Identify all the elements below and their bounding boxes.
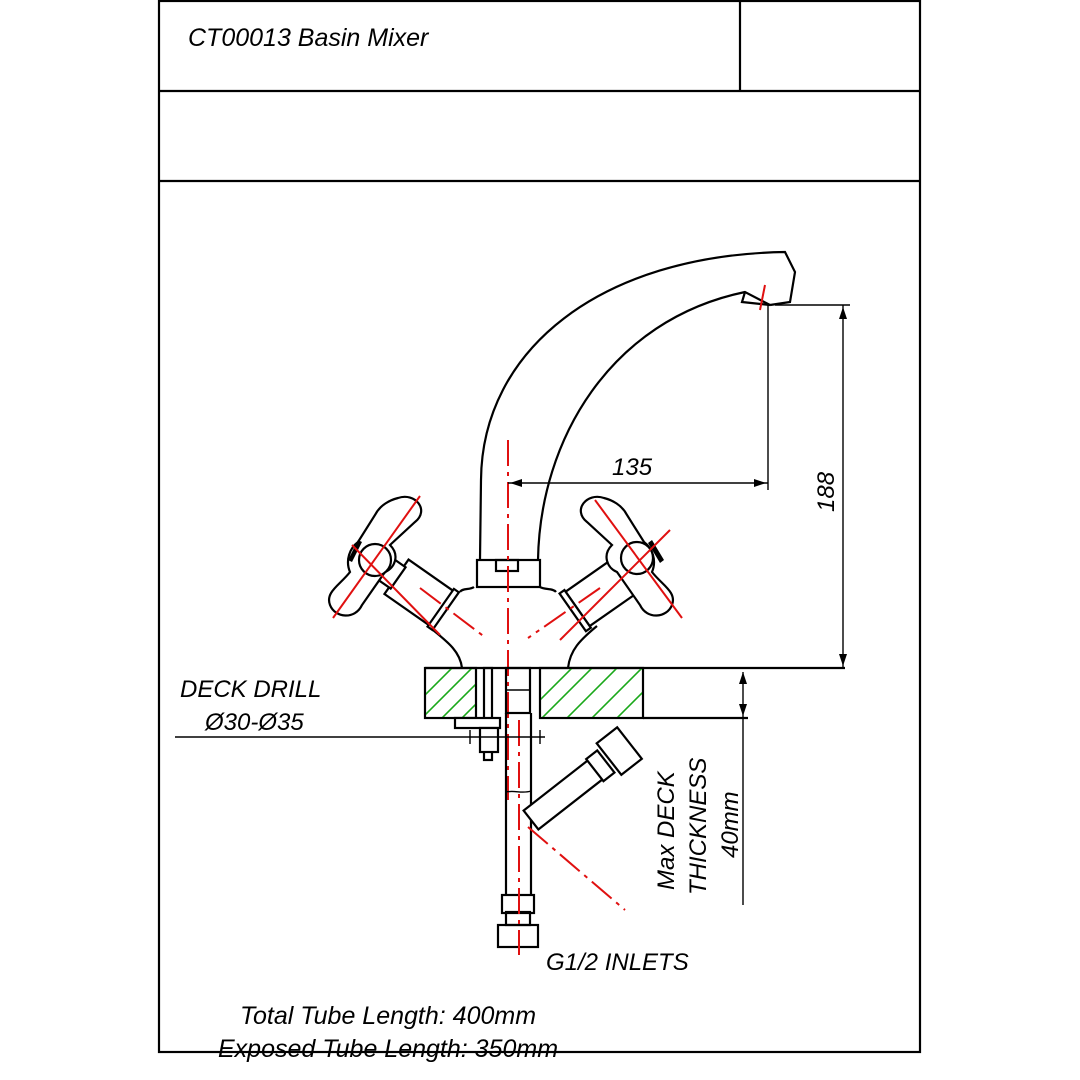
exposed-tube-length: Exposed Tube Length: 350mm xyxy=(218,1035,558,1063)
height-value: 188 xyxy=(813,471,840,512)
deck-thickness-line3: 40mm xyxy=(717,791,744,858)
title-frame xyxy=(157,0,922,1054)
deck-thickness-dimension xyxy=(739,672,747,905)
deck-drill-label: DECK DRILL xyxy=(180,676,321,703)
right-handle xyxy=(559,495,683,641)
inlet-hoses xyxy=(496,713,644,955)
deck-thickness-line1: Max DECK xyxy=(653,770,680,890)
height-dimension xyxy=(775,304,850,668)
reach-value: 135 xyxy=(612,454,653,481)
deck-section xyxy=(423,666,845,762)
left-handle xyxy=(327,495,441,636)
inlets-label: G1/2 INLETS xyxy=(546,949,689,976)
reach-dimension xyxy=(508,305,769,490)
drawing-title: CT00013 Basin Mixer xyxy=(188,24,430,52)
total-tube-length: Total Tube Length: 400mm xyxy=(240,1002,536,1030)
deck-thickness-line2: THICKNESS xyxy=(685,758,712,895)
deck-drill-size: Ø30-Ø35 xyxy=(204,709,304,736)
